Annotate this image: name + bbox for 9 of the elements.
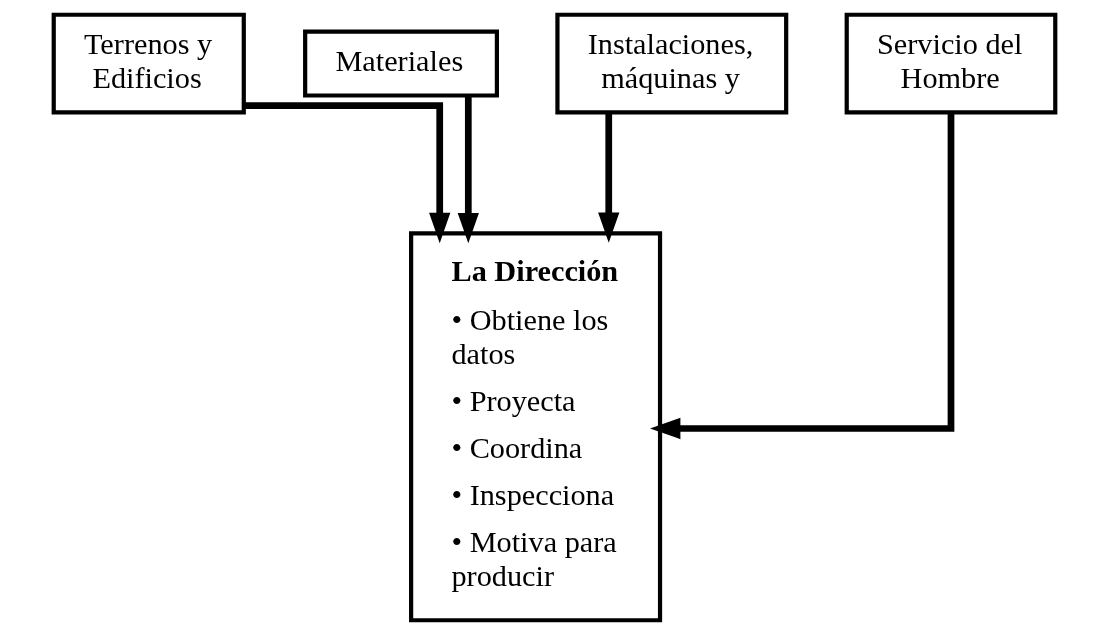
node-box: Terrenos y Edificios [51,12,246,115]
arrow [457,95,479,244]
node-box: Materiales [302,29,499,98]
node-box: Instalaciones, máquinas y [554,12,788,115]
arrow [649,112,954,440]
arrow [597,112,619,243]
arrow [243,102,450,244]
node-box: La Dirección • Obtiene los datos • Proyecta • Coordina • Inspecciona • Motiva para producir [408,231,662,623]
node-box: Servicio del Hombre [844,12,1057,115]
